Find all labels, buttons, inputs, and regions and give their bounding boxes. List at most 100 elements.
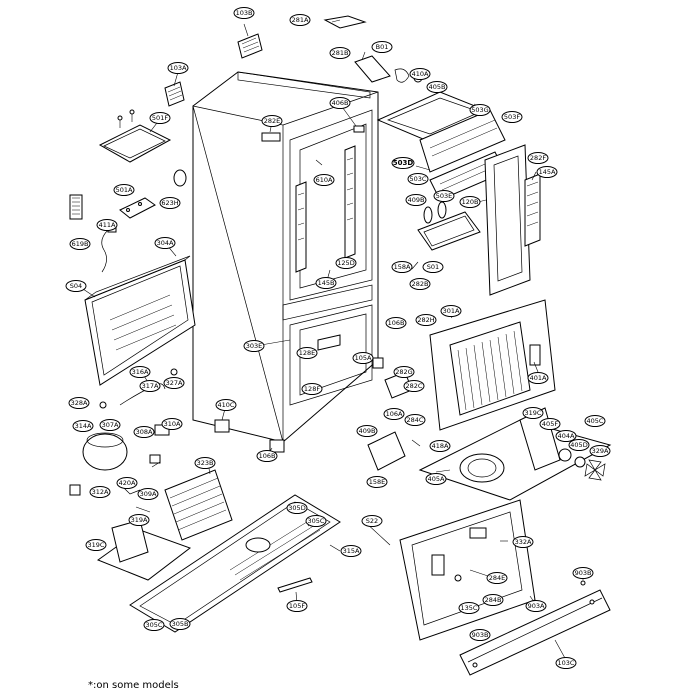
part-label-oval	[385, 317, 407, 329]
part-label-401a: 401A	[527, 372, 549, 384]
part-label-oval	[194, 457, 216, 469]
part-label-409b: 409B	[356, 425, 378, 437]
part-label-text: 418A	[432, 442, 449, 450]
part-label-text: 103B	[236, 9, 253, 17]
part-label-282g: 282G	[393, 366, 415, 378]
part-label-oval	[129, 366, 151, 378]
part-label-411a: 411A	[96, 219, 118, 231]
part-label-405d: 405D	[568, 439, 590, 451]
part-label-329a: 329A	[589, 445, 611, 457]
part-label-text: 284E	[489, 574, 506, 582]
part-label-oval	[335, 257, 357, 269]
part-label-301a: 301A	[440, 305, 462, 317]
part-label-282c: 282C	[403, 380, 425, 392]
part-label-oval	[522, 407, 544, 419]
part-label-105f: 105F	[286, 600, 308, 612]
part-label-305b: 305B	[169, 618, 191, 630]
part-label-oval	[329, 97, 351, 109]
part-label-oval	[525, 600, 547, 612]
part-label-text: 314A	[75, 422, 92, 430]
part-label-405c: 405C	[584, 415, 606, 427]
part-label-oval	[536, 166, 558, 178]
part-label-oval	[458, 602, 480, 614]
part-label-327a: 327A	[163, 377, 185, 389]
part-label-332a: 332A	[512, 536, 534, 548]
part-label-s01: S01	[422, 261, 444, 273]
part-label-text: 105F	[289, 602, 305, 610]
part-label-503f: 503F	[501, 111, 523, 123]
part-label-284c: 284C	[404, 414, 426, 426]
part-label-315a: 315A	[340, 545, 362, 557]
part-label-text: 405B	[429, 83, 446, 91]
part-label-oval	[426, 81, 448, 93]
part-label-501a: 501A	[113, 184, 135, 196]
part-label-305c: 305C	[305, 515, 327, 527]
part-label-text: 106B	[388, 319, 405, 327]
part-label-314a: 314A	[72, 420, 94, 432]
part-label-501f: 501F	[149, 112, 171, 124]
part-label-text: 420A	[119, 479, 136, 487]
part-label-oval	[555, 657, 577, 669]
part-label-158e: 158E	[366, 476, 388, 488]
part-label-128e: 128E	[296, 347, 318, 359]
part-label-oval	[391, 157, 415, 169]
part-label-oval	[422, 261, 444, 273]
part-label-oval	[527, 372, 549, 384]
part-label-oval	[68, 397, 90, 409]
part-label-oval	[429, 440, 451, 452]
part-label-text: 305D	[288, 504, 305, 512]
machine-compartment-base	[69, 368, 341, 633]
part-label-text: 284C	[407, 416, 424, 424]
part-label-282e: 282E	[261, 115, 283, 127]
part-label-oval	[555, 430, 577, 442]
part-label-text: 610A	[316, 176, 333, 184]
part-label-oval	[113, 184, 135, 196]
part-label-oval	[69, 238, 91, 250]
part-label-oval	[482, 594, 504, 606]
part-label-610a: 610A	[313, 174, 335, 186]
part-label-text: 409B	[359, 427, 376, 435]
part-label-oval	[296, 347, 318, 359]
part-label-oval	[128, 514, 150, 526]
part-label-oval	[383, 408, 405, 420]
part-label-oval	[501, 111, 523, 123]
part-label-oval	[143, 619, 165, 631]
part-label-oval	[286, 600, 308, 612]
part-label-oval	[96, 219, 118, 231]
part-label-oval	[163, 377, 185, 389]
part-label-405f: 405F	[539, 418, 561, 430]
part-label-text: 406B	[332, 99, 349, 107]
part-label-281b: 281B	[329, 47, 351, 59]
part-label-145b: 145B	[315, 277, 337, 289]
part-label-oval	[154, 237, 176, 249]
part-label-text: 405D	[570, 441, 587, 449]
part-label-text: 903B	[472, 631, 489, 639]
part-label-oval	[589, 445, 611, 457]
part-label-oval	[315, 277, 337, 289]
part-label-oval	[440, 305, 462, 317]
part-label-text: 410A	[412, 70, 429, 78]
part-label-oval	[391, 261, 413, 273]
part-label-text: 158E	[369, 478, 386, 486]
part-label-319c: 319C	[85, 539, 107, 551]
part-label-oval	[89, 486, 111, 498]
part-label-text: 503G	[471, 106, 488, 114]
part-label-text: 619B	[72, 240, 89, 248]
part-label-282h: 282H	[415, 314, 437, 326]
part-label-text: 404A	[558, 432, 575, 440]
top-right-components	[323, 15, 541, 296]
part-label-oval	[405, 194, 427, 206]
part-label-oval	[137, 488, 159, 500]
part-label-text: 135C	[461, 604, 478, 612]
part-label-oval	[425, 473, 447, 485]
part-label-903b: 903B	[572, 567, 594, 579]
part-label-oval	[261, 115, 283, 127]
part-label-oval	[169, 618, 191, 630]
part-label-405b: 405B	[426, 81, 448, 93]
part-label-303e: 303E	[243, 340, 265, 352]
part-label-s04: S04	[65, 280, 87, 292]
part-label-405a: 405A	[425, 473, 447, 485]
part-label-text: 304A	[157, 239, 174, 247]
part-label-310a: 310A	[161, 418, 183, 430]
